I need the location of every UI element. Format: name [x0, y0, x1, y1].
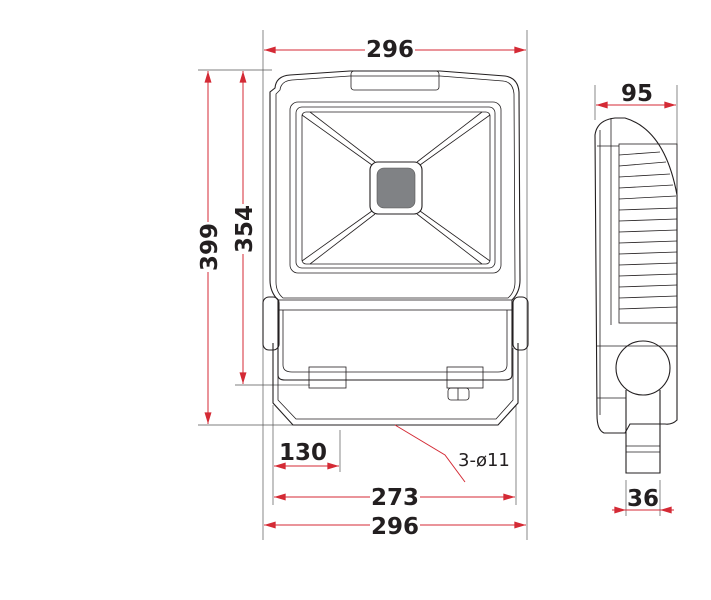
dimension-side-depth: 95	[596, 81, 676, 109]
dimension-top-width: 296	[263, 36, 526, 63]
hole-callout-label: 3-ø11	[458, 450, 510, 471]
dim-label-bracket-width: 273	[371, 485, 419, 511]
dim-label-hole-spacing: 130	[279, 440, 327, 466]
front-view	[262, 70, 529, 426]
dimension-bracket-width: 273	[273, 484, 515, 511]
dim-label-top-width: 296	[366, 37, 414, 63]
side-view	[594, 117, 678, 474]
dim-label-total-height: 399	[197, 223, 223, 271]
dim-label-body-height: 354	[232, 205, 258, 253]
dim-label-stem-width: 36	[627, 486, 659, 512]
extension-lines	[198, 30, 678, 540]
dimension-hole-spacing: 130	[273, 440, 340, 470]
dim-label-bottom-width: 296	[371, 514, 419, 540]
cooling-fins	[618, 151, 678, 310]
dimension-stem-width: 36	[612, 486, 674, 514]
hole-callout: 3-ø11	[394, 424, 510, 483]
dimension-total-height: 399	[196, 70, 223, 425]
led-module	[376, 167, 416, 209]
dimension-body-height: 354	[231, 70, 258, 385]
dim-label-side-depth: 95	[621, 81, 653, 107]
dimension-bottom-width: 296	[263, 513, 526, 540]
